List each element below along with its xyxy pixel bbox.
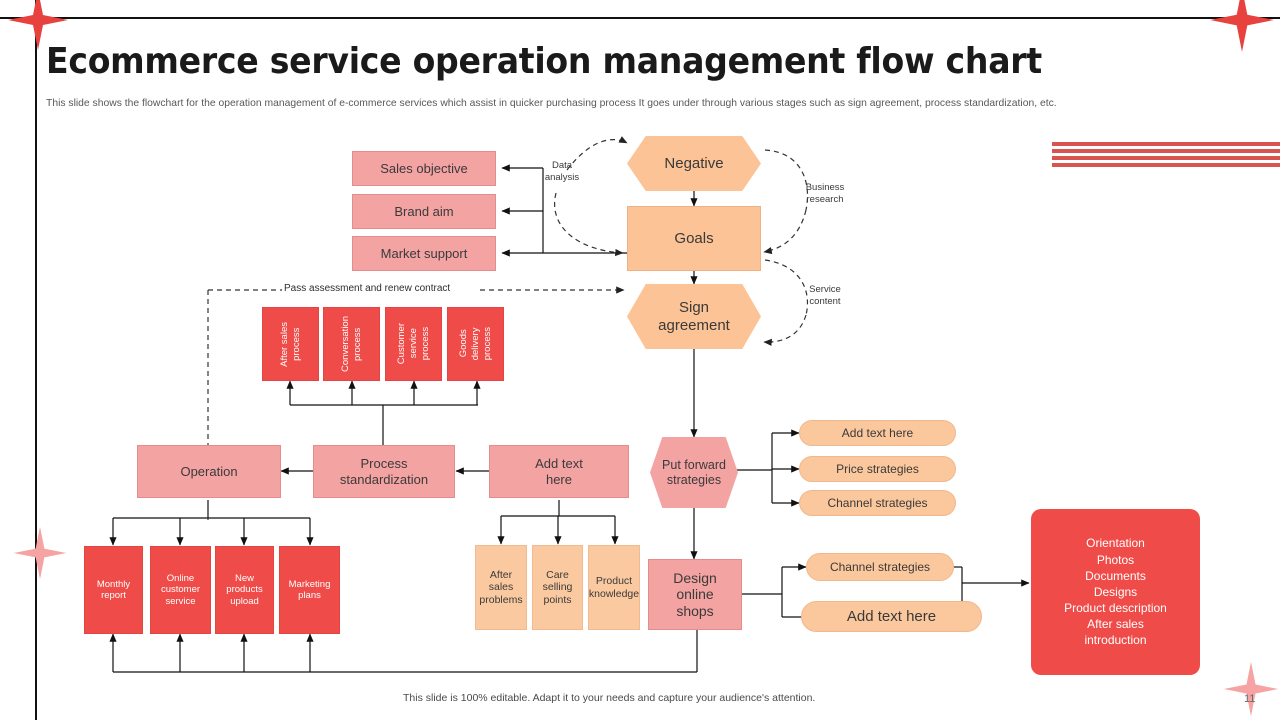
node-operation[interactable]: Operation <box>137 445 281 498</box>
node-label: Brand aim <box>394 203 454 219</box>
node-market-support[interactable]: Market support <box>352 236 496 271</box>
node-brand-aim[interactable]: Brand aim <box>352 194 496 229</box>
node-goals[interactable]: Goals <box>627 206 761 271</box>
page-number: 11 <box>1244 693 1256 705</box>
node-shop-channel-strategies[interactable]: Channel strategies <box>806 553 954 581</box>
node-label: Add text here <box>846 607 937 625</box>
node-label: Goals <box>674 229 714 247</box>
node-label: Market support <box>380 245 468 261</box>
node-label: Sales objective <box>380 160 468 176</box>
node-label: Channel strategies <box>827 495 928 510</box>
page-title: Ecommerce service operation management f… <box>46 41 1042 82</box>
node-label: Operation <box>180 463 238 479</box>
frame-line-left <box>35 0 37 720</box>
node-label: Price strategies <box>836 461 919 476</box>
node-channel-strategies[interactable]: Channel strategies <box>799 490 956 516</box>
page-subtitle: This slide shows the flowchart for the o… <box>46 97 1057 109</box>
node-sales-objective[interactable]: Sales objective <box>352 151 496 186</box>
star-top-right-icon <box>1208 0 1276 54</box>
star-top-left-icon <box>6 0 70 52</box>
node-label: Add text here <box>841 425 914 440</box>
node-price-strategies[interactable]: Price strategies <box>799 456 956 482</box>
star-bottom-left-icon <box>12 525 68 581</box>
node-strategy-add-text-here[interactable]: Add text here <box>799 420 956 446</box>
frame-line-top <box>0 17 1280 19</box>
stripes-decoration <box>1052 142 1280 170</box>
node-label: Channel strategies <box>829 559 931 574</box>
star-bottom-right-icon <box>1222 660 1280 718</box>
footer-note: This slide is 100% editable. Adapt it to… <box>403 692 816 704</box>
node-label: Negative <box>664 154 724 172</box>
node-negative[interactable]: Negative <box>627 136 761 191</box>
label-pass-assessment: Pass assessment and renew contract <box>284 283 451 294</box>
node-shop-add-text-here[interactable]: Add text here <box>801 601 982 632</box>
